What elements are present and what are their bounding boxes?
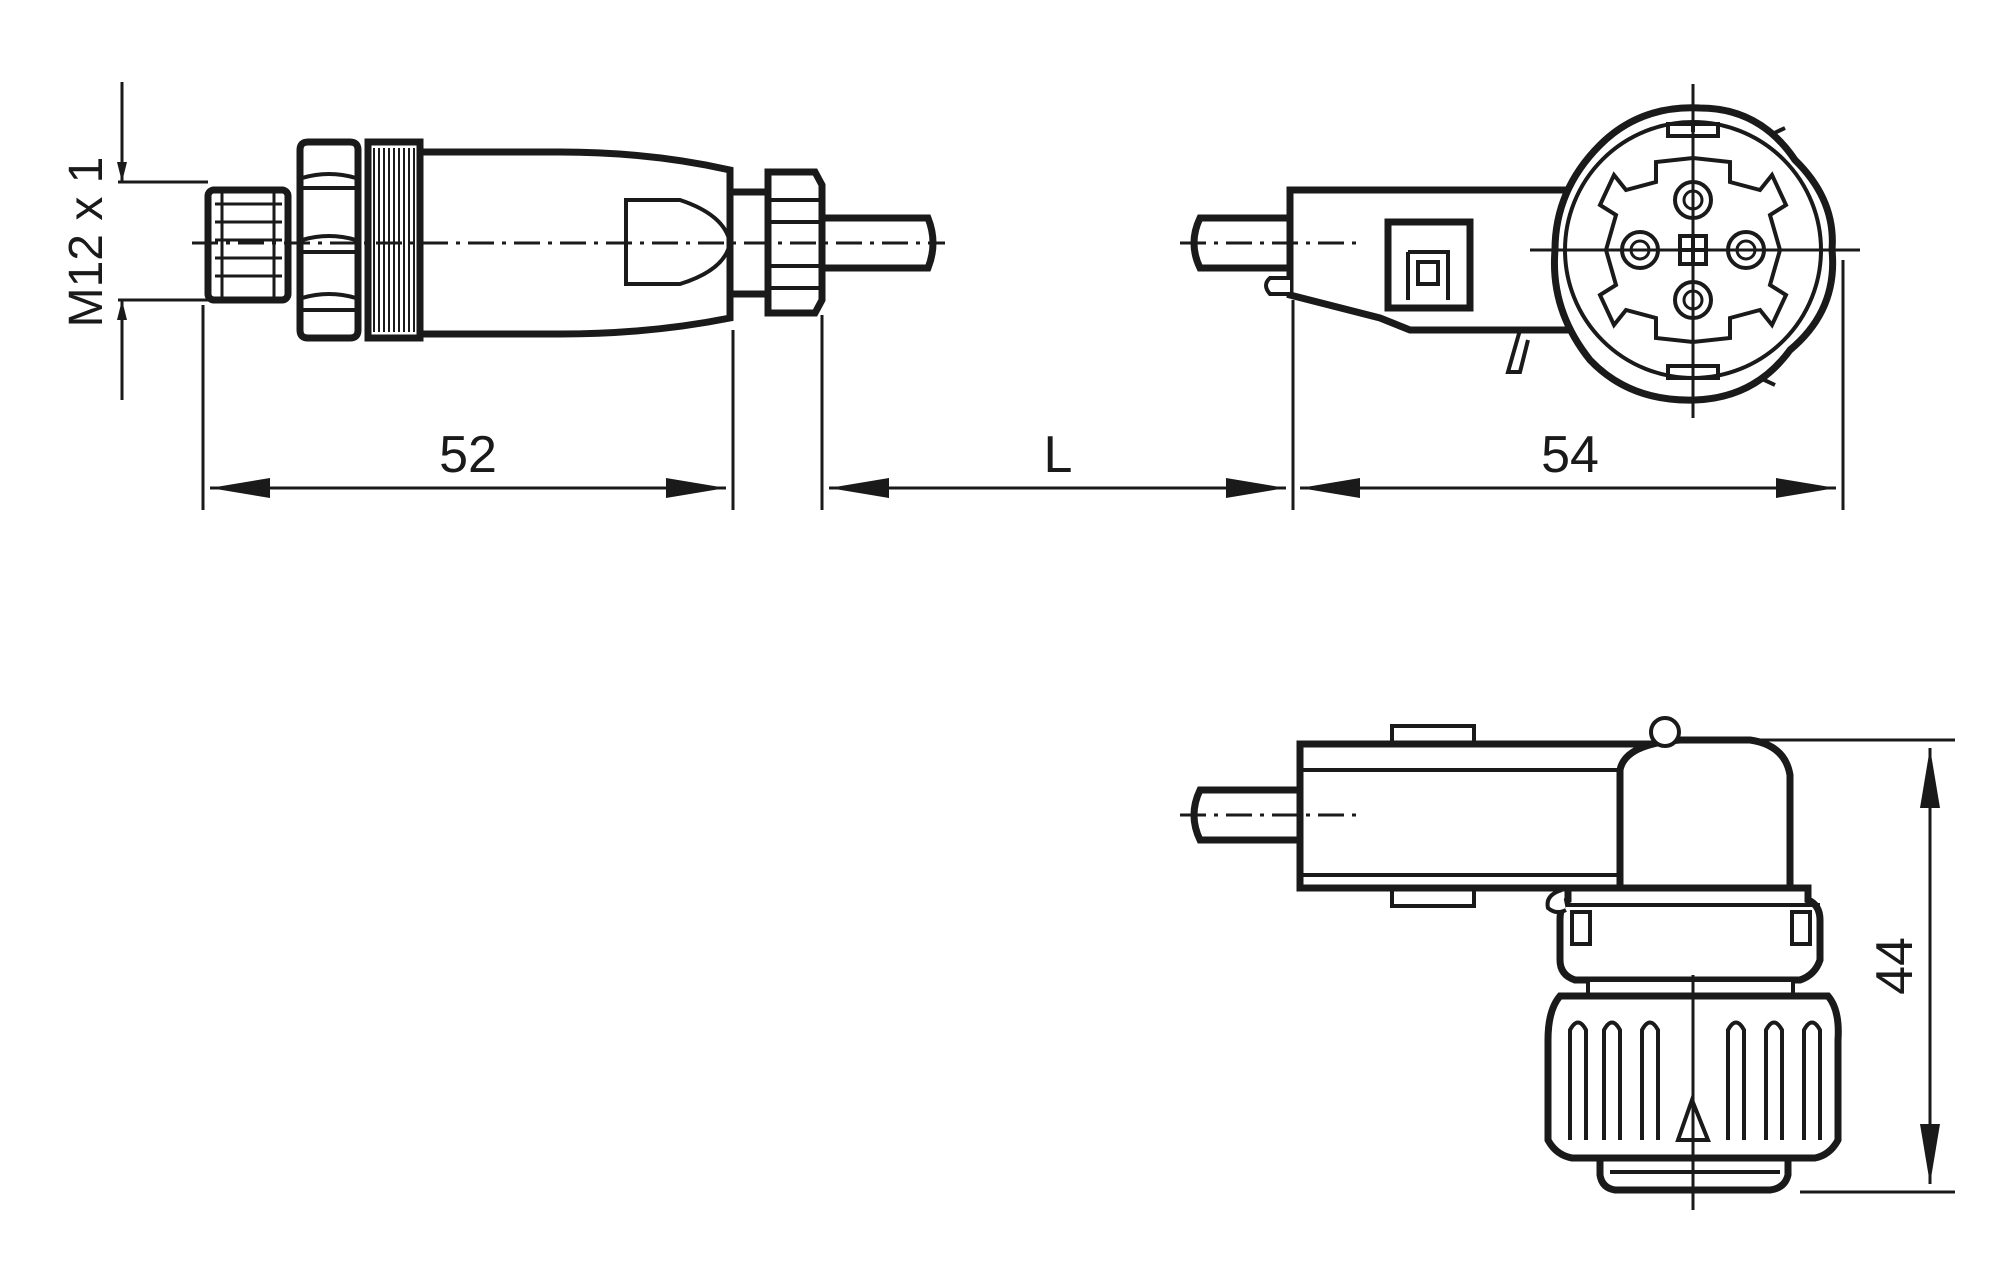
straight-male-connector (192, 138, 945, 342)
thread-tip (204, 186, 292, 304)
dimension-54: 54 (1541, 426, 1599, 484)
hex-nut (296, 138, 362, 342)
angled-female-connector-side (1180, 716, 1842, 1210)
angled-female-connector-top (1180, 84, 1860, 418)
thread-lines (215, 190, 282, 300)
dimension-l: L (1044, 426, 1073, 484)
thread-label: M12 x 1 (60, 157, 113, 328)
collar (1556, 884, 1824, 984)
cable-left (818, 214, 937, 272)
dimension-52: 52 (439, 426, 497, 484)
thread-dimension: M12 x 1 (60, 82, 208, 400)
length-dimensions: 52 L 54 (201, 260, 1845, 510)
elbow (1616, 736, 1794, 892)
dimension-44: 44 (1866, 937, 1924, 995)
height-dimension: 44 (1700, 738, 1955, 1194)
